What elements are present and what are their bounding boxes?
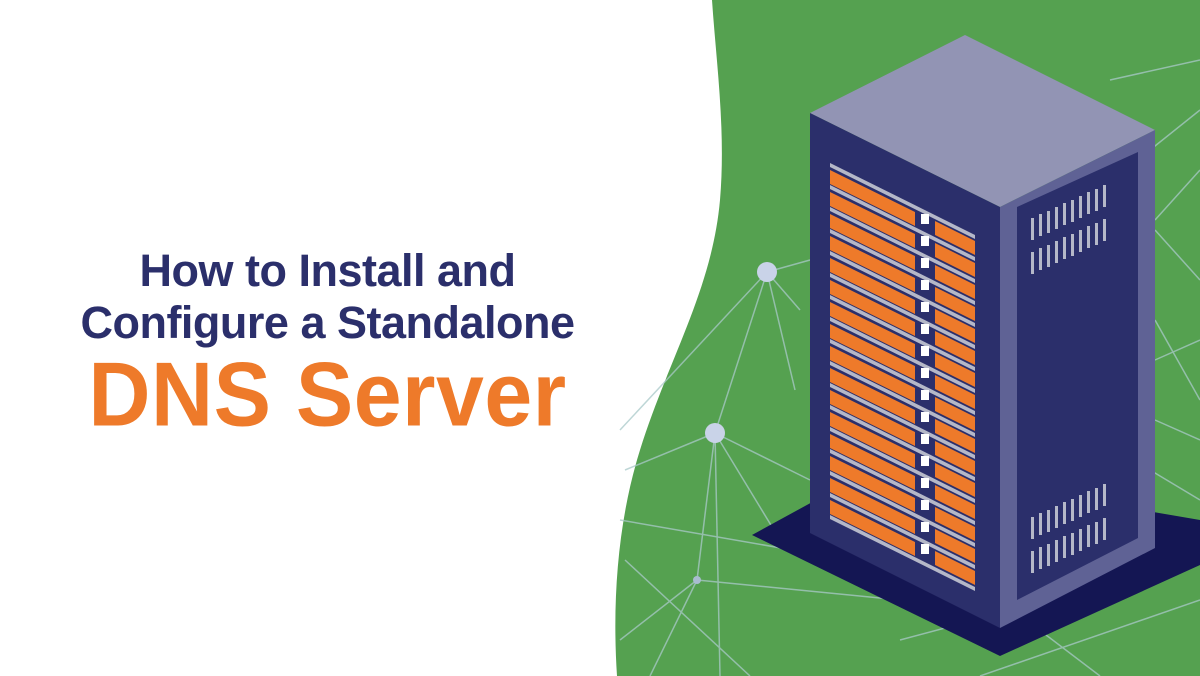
network-node-icon: [693, 576, 701, 584]
network-node-icon: [757, 262, 777, 282]
server-rack-icon: [752, 35, 1200, 656]
title-block: How to Install and Configure a Standalon…: [0, 245, 655, 446]
title-line-1: How to Install and: [139, 245, 516, 296]
drive-bays: [830, 163, 975, 591]
title-line-2: Configure a Standalone: [80, 297, 575, 348]
network-node-icon: [705, 423, 725, 443]
network-lines: [619, 59, 1200, 676]
title-accent: DNS Server: [88, 344, 567, 446]
